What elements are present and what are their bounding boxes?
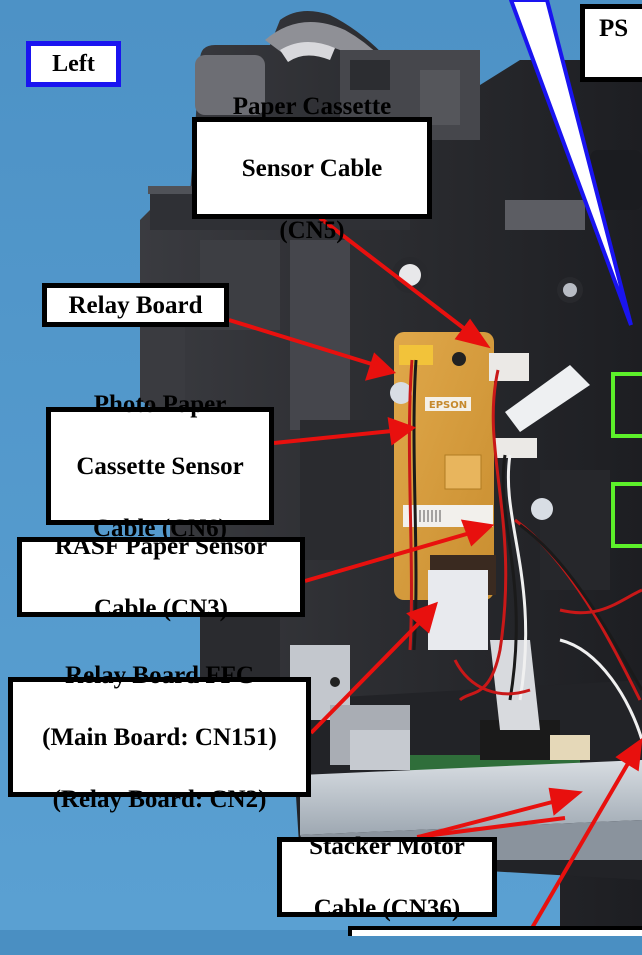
arrow-relay-board-ffc (309, 601, 438, 735)
callout-photo-paper-cassette-sensor-cable: Photo Paper Cassette Sensor Cable (CN6) (46, 391, 274, 542)
callout-line: RASF Paper Sensor (54, 532, 268, 560)
arrow-photo-paper-cn6 (273, 416, 417, 446)
callout-line: Relay Board FFC (65, 661, 254, 689)
arrow-stacker-motor-cn36 (416, 816, 566, 839)
callout-line: Photo Paper (93, 390, 227, 418)
callout-line: Sensor Cable (241, 154, 383, 182)
callout-relay-board: Relay Board (42, 283, 229, 327)
callout-line: (CN5) (279, 216, 345, 244)
view-label-left: Left (26, 41, 121, 87)
ffc-cables (428, 365, 590, 730)
cn5-connector (489, 353, 529, 381)
board-brand: EPSON (429, 400, 467, 411)
callout-line: (Main Board: CN151) (42, 723, 277, 751)
callout-relay-board-ffc: Relay Board FFC (Main Board: CN151) (Rel… (8, 662, 311, 813)
highlight-box-1 (611, 372, 642, 438)
callout-line: (Relay Board: CN2) (52, 785, 267, 813)
view-label-text: Left (52, 50, 95, 77)
highlight-box-2 (611, 482, 642, 548)
callout-line: Paper Cassette (232, 92, 392, 120)
arrow-stacker-motor-tip (417, 787, 583, 839)
callout-stacker-motor-cable: Stacker Motor Cable (CN36) (277, 833, 497, 922)
callout-line: PS (599, 15, 629, 42)
callout-line: Cable (CN36) (313, 894, 461, 922)
callout-line: Cassette Sensor (76, 452, 244, 480)
cn6-connector (399, 345, 433, 365)
callout-rasf-paper-sensor-cable: RASF Paper Sensor Cable (CN3) (17, 533, 305, 622)
callout-line: Cable (CN3) (93, 594, 228, 622)
callout-line: Relay Board (68, 291, 203, 319)
callout-bottom-partial (348, 926, 642, 936)
arrow-rasf-cn3 (304, 519, 495, 583)
callout-arrows (228, 216, 642, 930)
callout-paper-cassette-sensor-cable: Paper Cassette Sensor Cable (CN5) (192, 93, 432, 244)
arrow-bottom-callout (530, 738, 642, 930)
callout-line: Stacker Motor (309, 832, 465, 860)
arrow-relay-board (228, 318, 397, 381)
arrow-paper-cassette-cn5 (318, 216, 491, 349)
callout-ps-partial: PS (580, 4, 642, 82)
ps-pointer-wedge (508, 0, 633, 326)
